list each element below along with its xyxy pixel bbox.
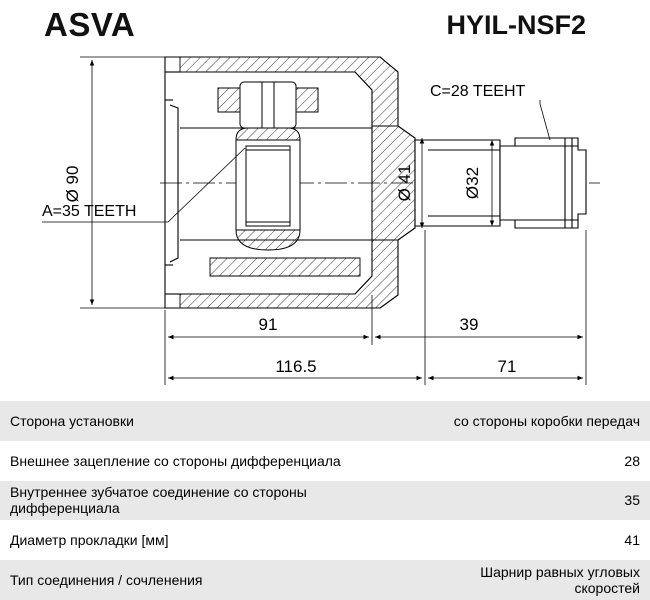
label-inner-teeth: A=35 TEETH	[42, 203, 136, 220]
table-row: Внутреннее зубчатое соединение со сторон…	[0, 480, 650, 521]
spec-value: 41	[411, 520, 650, 561]
dim-total-shaft: 71	[498, 357, 517, 376]
table-row: Диаметр прокладки [мм] 41	[0, 520, 650, 561]
spec-label: Сторона установки	[0, 401, 412, 441]
spec-label: Диаметр прокладки [мм]	[0, 520, 412, 561]
table-row: Тип соединения / сочленения Шарнир равны…	[0, 560, 650, 600]
housing-section	[179, 56, 416, 309]
dim-body-length: 91	[259, 315, 278, 334]
table-row: Внешнее зацепление со стороны дифференци…	[0, 440, 650, 481]
spec-value: 28	[411, 440, 650, 481]
spec-value: 35	[411, 480, 650, 521]
dim-outer-diameter: Ø 90	[63, 166, 82, 203]
label-outer-teeth: C=28 TEEHT	[430, 83, 526, 100]
stub-shaft	[414, 137, 587, 229]
dimensions	[42, 56, 587, 385]
spec-label: Внешнее зацепление со стороны дифференци…	[0, 440, 412, 481]
dim-shaft-length: 39	[460, 315, 479, 334]
tripod-spider	[217, 81, 319, 251]
spec-label: Тип соединения / сочленения	[0, 560, 412, 600]
spec-value: Шарнир равных угловых скоростей	[411, 560, 650, 600]
brand-logo: ASVA	[44, 6, 136, 43]
spec-table: Сторона установки со стороны коробки пер…	[0, 401, 650, 600]
dim-total-body: 116.5	[275, 357, 316, 376]
spec-label: Внутреннее зубчатое соединение со сторон…	[0, 480, 412, 521]
dim-seal-diameter: Ø 41	[395, 165, 414, 202]
part-number: HYIL-NSF2	[446, 10, 586, 40]
table-row: Сторона установки со стороны коробки пер…	[0, 401, 650, 441]
dim-shaft-diameter: Ø32	[463, 167, 482, 199]
technical-drawing: Ø 90 A=35 TEETH C=28 TEEHT Ø 41 Ø32 91 3…	[42, 56, 600, 385]
spec-value: со стороны коробки передач	[411, 401, 650, 441]
